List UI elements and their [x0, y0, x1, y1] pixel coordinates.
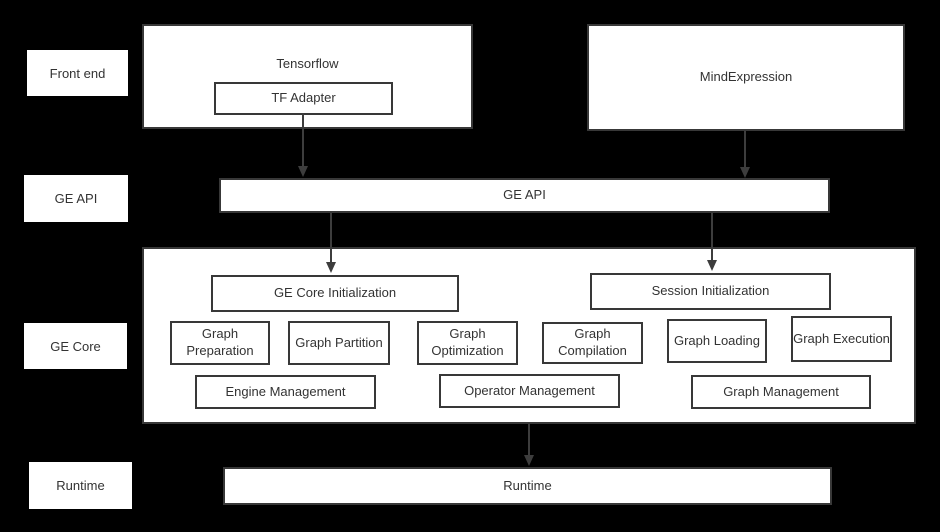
runtime-bar-label: Runtime [503, 477, 552, 493]
ge-core-initialization-label: GE Core Initialization [273, 285, 397, 301]
arrow-tf-adapter-to-ge-api [298, 113, 308, 177]
mind-expression-label: MindExpression [699, 69, 793, 85]
module-label: Graph Preparation [186, 326, 254, 358]
arrow-ge-api-to-session-initialization [707, 213, 717, 271]
mind-expression-box: MindExpression [587, 24, 905, 131]
management-label: Graph Management [723, 383, 839, 399]
runtime-bar: Runtime [223, 467, 832, 505]
session-initialization-box: Session Initialization [590, 273, 831, 310]
module-label: Graph Execution [793, 330, 890, 346]
module-box-graph-execution: Graph Execution [791, 316, 892, 362]
side-label-front-end-text: Front end [49, 65, 106, 81]
side-label-ge-core: GE Core [24, 323, 127, 369]
management-label: Engine Management [225, 383, 346, 399]
management-box-graph: Graph Management [691, 375, 871, 409]
tf-adapter-box: TF Adapter [214, 82, 393, 115]
module-box-graph-partition: Graph Partition [288, 321, 390, 365]
module-box-graph-compilation: Graph Compilation [542, 322, 643, 364]
management-box-operator: Operator Management [439, 374, 620, 408]
ge-core-box: GE Core Initialization Session Initializ… [142, 247, 916, 424]
module-label: Graph Compilation [558, 326, 627, 358]
arrow-ge-api-to-ge-core-initialization [326, 213, 336, 273]
module-box-graph-optimization: Graph Optimization [417, 321, 518, 365]
session-initialization-label: Session Initialization [651, 283, 770, 299]
module-box-graph-preparation: Graph Preparation [170, 321, 270, 365]
side-label-runtime-text: Runtime [56, 478, 105, 493]
side-label-front-end: Front end [27, 50, 128, 96]
module-label: Graph Partition [295, 334, 383, 350]
ge-api-bar: GE API [219, 178, 830, 213]
module-label: Graph Optimization [431, 326, 504, 358]
ge-core-initialization-box: GE Core Initialization [211, 275, 459, 312]
arrow-mind-expression-to-ge-api [740, 131, 750, 178]
ge-api-bar-label: GE API [503, 187, 546, 203]
side-label-ge-api: GE API [24, 175, 128, 222]
side-label-ge-api-text: GE API [54, 191, 98, 206]
arrow-ge-core-to-runtime [524, 424, 534, 466]
module-box-graph-loading: Graph Loading [667, 319, 767, 363]
tensorflow-title: Tensorflow [276, 56, 339, 71]
module-label: Graph Loading [673, 332, 760, 348]
side-label-ge-core-text: GE Core [50, 338, 101, 354]
side-label-runtime: Runtime [29, 462, 132, 509]
management-label: Operator Management [464, 382, 595, 398]
tensorflow-box: Tensorflow TF Adapter [142, 24, 473, 129]
tf-adapter-label: TF Adapter [271, 90, 336, 106]
management-box-engine: Engine Management [195, 375, 376, 409]
